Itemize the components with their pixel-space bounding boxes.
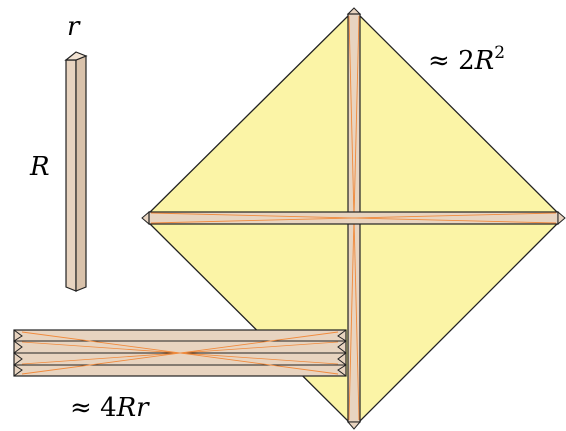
stick-bundle xyxy=(13,329,347,377)
rod-front-face xyxy=(65,59,77,292)
vertical-stick-bottom-tip xyxy=(346,421,362,430)
label-r: r xyxy=(67,12,80,42)
horizontal-stick-right-tip xyxy=(557,210,566,226)
label-R: R xyxy=(30,152,50,182)
label-rect-area: ≈ 4Rr xyxy=(70,393,149,423)
rod-top-face xyxy=(64,51,88,61)
horizontal-stick-left-tip xyxy=(141,210,150,226)
approx-symbol-2: ≈ xyxy=(70,393,92,423)
rect-var: Rr xyxy=(116,393,149,423)
rod-prism xyxy=(64,51,88,292)
rect-coef: 4 xyxy=(100,393,117,423)
vertical-stick-top-tip xyxy=(346,7,362,15)
horizontal-stick-diagonal-b xyxy=(150,212,557,224)
square-coef: 2 xyxy=(458,46,475,76)
bundle-right-zigzag xyxy=(337,329,347,377)
label-square-area: ≈ 2R2 xyxy=(428,43,506,76)
bundle-left-zigzag xyxy=(13,329,23,377)
approx-symbol: ≈ xyxy=(428,46,450,76)
square-var: R xyxy=(474,46,495,76)
bundle-diagonal-d xyxy=(21,341,339,365)
rod-side-face xyxy=(75,55,87,292)
diamond-horizontal-stick xyxy=(141,210,566,226)
square-exponent: 2 xyxy=(494,43,506,63)
